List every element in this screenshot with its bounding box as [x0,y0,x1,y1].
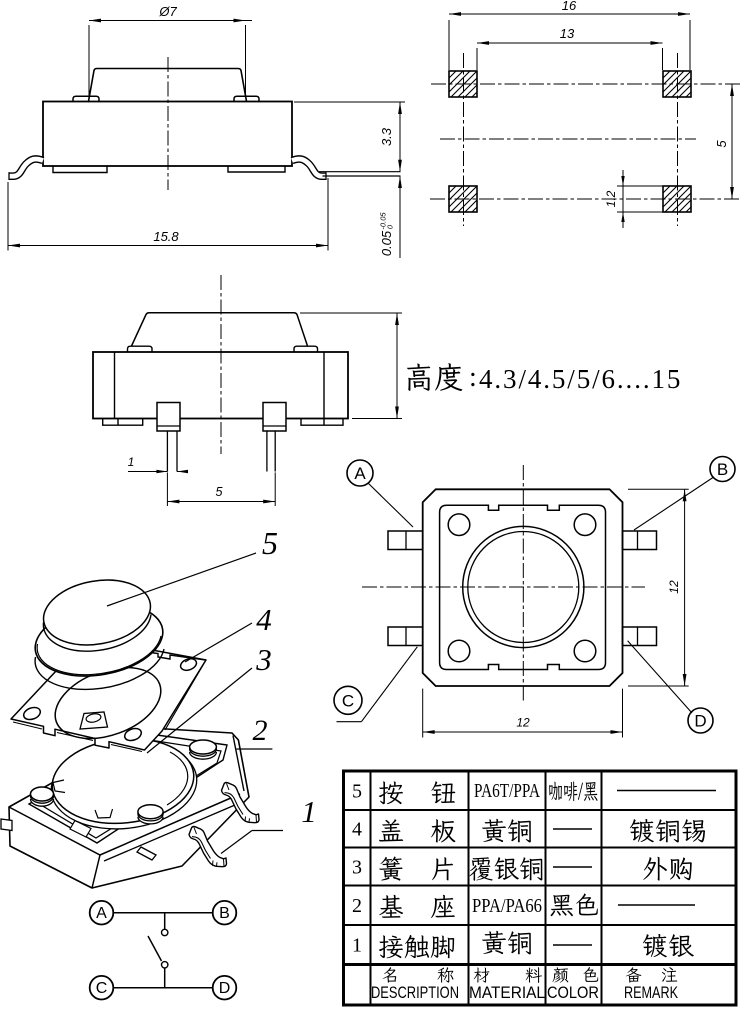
svg-text:0: 0 [386,224,395,229]
svg-text:B: B [219,905,230,922]
svg-text:PPA/PA66: PPA/PA66 [472,895,542,917]
svg-text:5: 5 [262,525,278,561]
svg-text:4: 4 [256,602,272,637]
svg-text:C: C [96,980,108,997]
svg-text:13: 13 [560,26,575,41]
svg-text:DESCRIPTION: DESCRIPTION [371,983,459,1002]
svg-text:C: C [342,691,354,710]
svg-text:D: D [694,712,706,731]
svg-text:5: 5 [352,781,362,803]
svg-text:Ø7: Ø7 [158,4,177,19]
svg-text:1.2: 1.2 [604,190,618,207]
svg-text:MATERIAL: MATERIAL [469,983,545,1002]
svg-text:16: 16 [562,0,577,13]
svg-text:15.8: 15.8 [153,229,179,244]
svg-text:4.3/4.5/5/6....15: 4.3/4.5/5/6....15 [479,364,682,394]
svg-text:0.05: 0.05 [379,230,394,256]
svg-text:5: 5 [714,140,729,148]
svg-text:2: 2 [352,895,362,917]
svg-text:5: 5 [216,485,223,499]
svg-text:1: 1 [301,794,317,829]
svg-text:1: 1 [128,455,135,469]
svg-text:A: A [96,905,107,922]
svg-text:3.3: 3.3 [379,127,394,146]
svg-text:REMARK: REMARK [624,983,678,1002]
svg-text:A: A [354,464,366,483]
svg-text:2: 2 [253,714,268,747]
svg-text:1: 1 [352,935,362,957]
svg-text:12: 12 [516,716,530,730]
svg-text:3: 3 [352,857,362,879]
svg-text:COLOR: COLOR [547,983,599,1002]
svg-text:D: D [219,980,231,997]
svg-text:4: 4 [352,819,362,841]
svg-text::: : [469,362,477,393]
svg-text:B: B [717,460,728,479]
svg-text:12: 12 [667,580,681,594]
svg-text:-0.05: -0.05 [379,212,388,230]
svg-text:3: 3 [255,642,272,677]
svg-text:PA6T/PPA: PA6T/PPA [474,780,540,802]
